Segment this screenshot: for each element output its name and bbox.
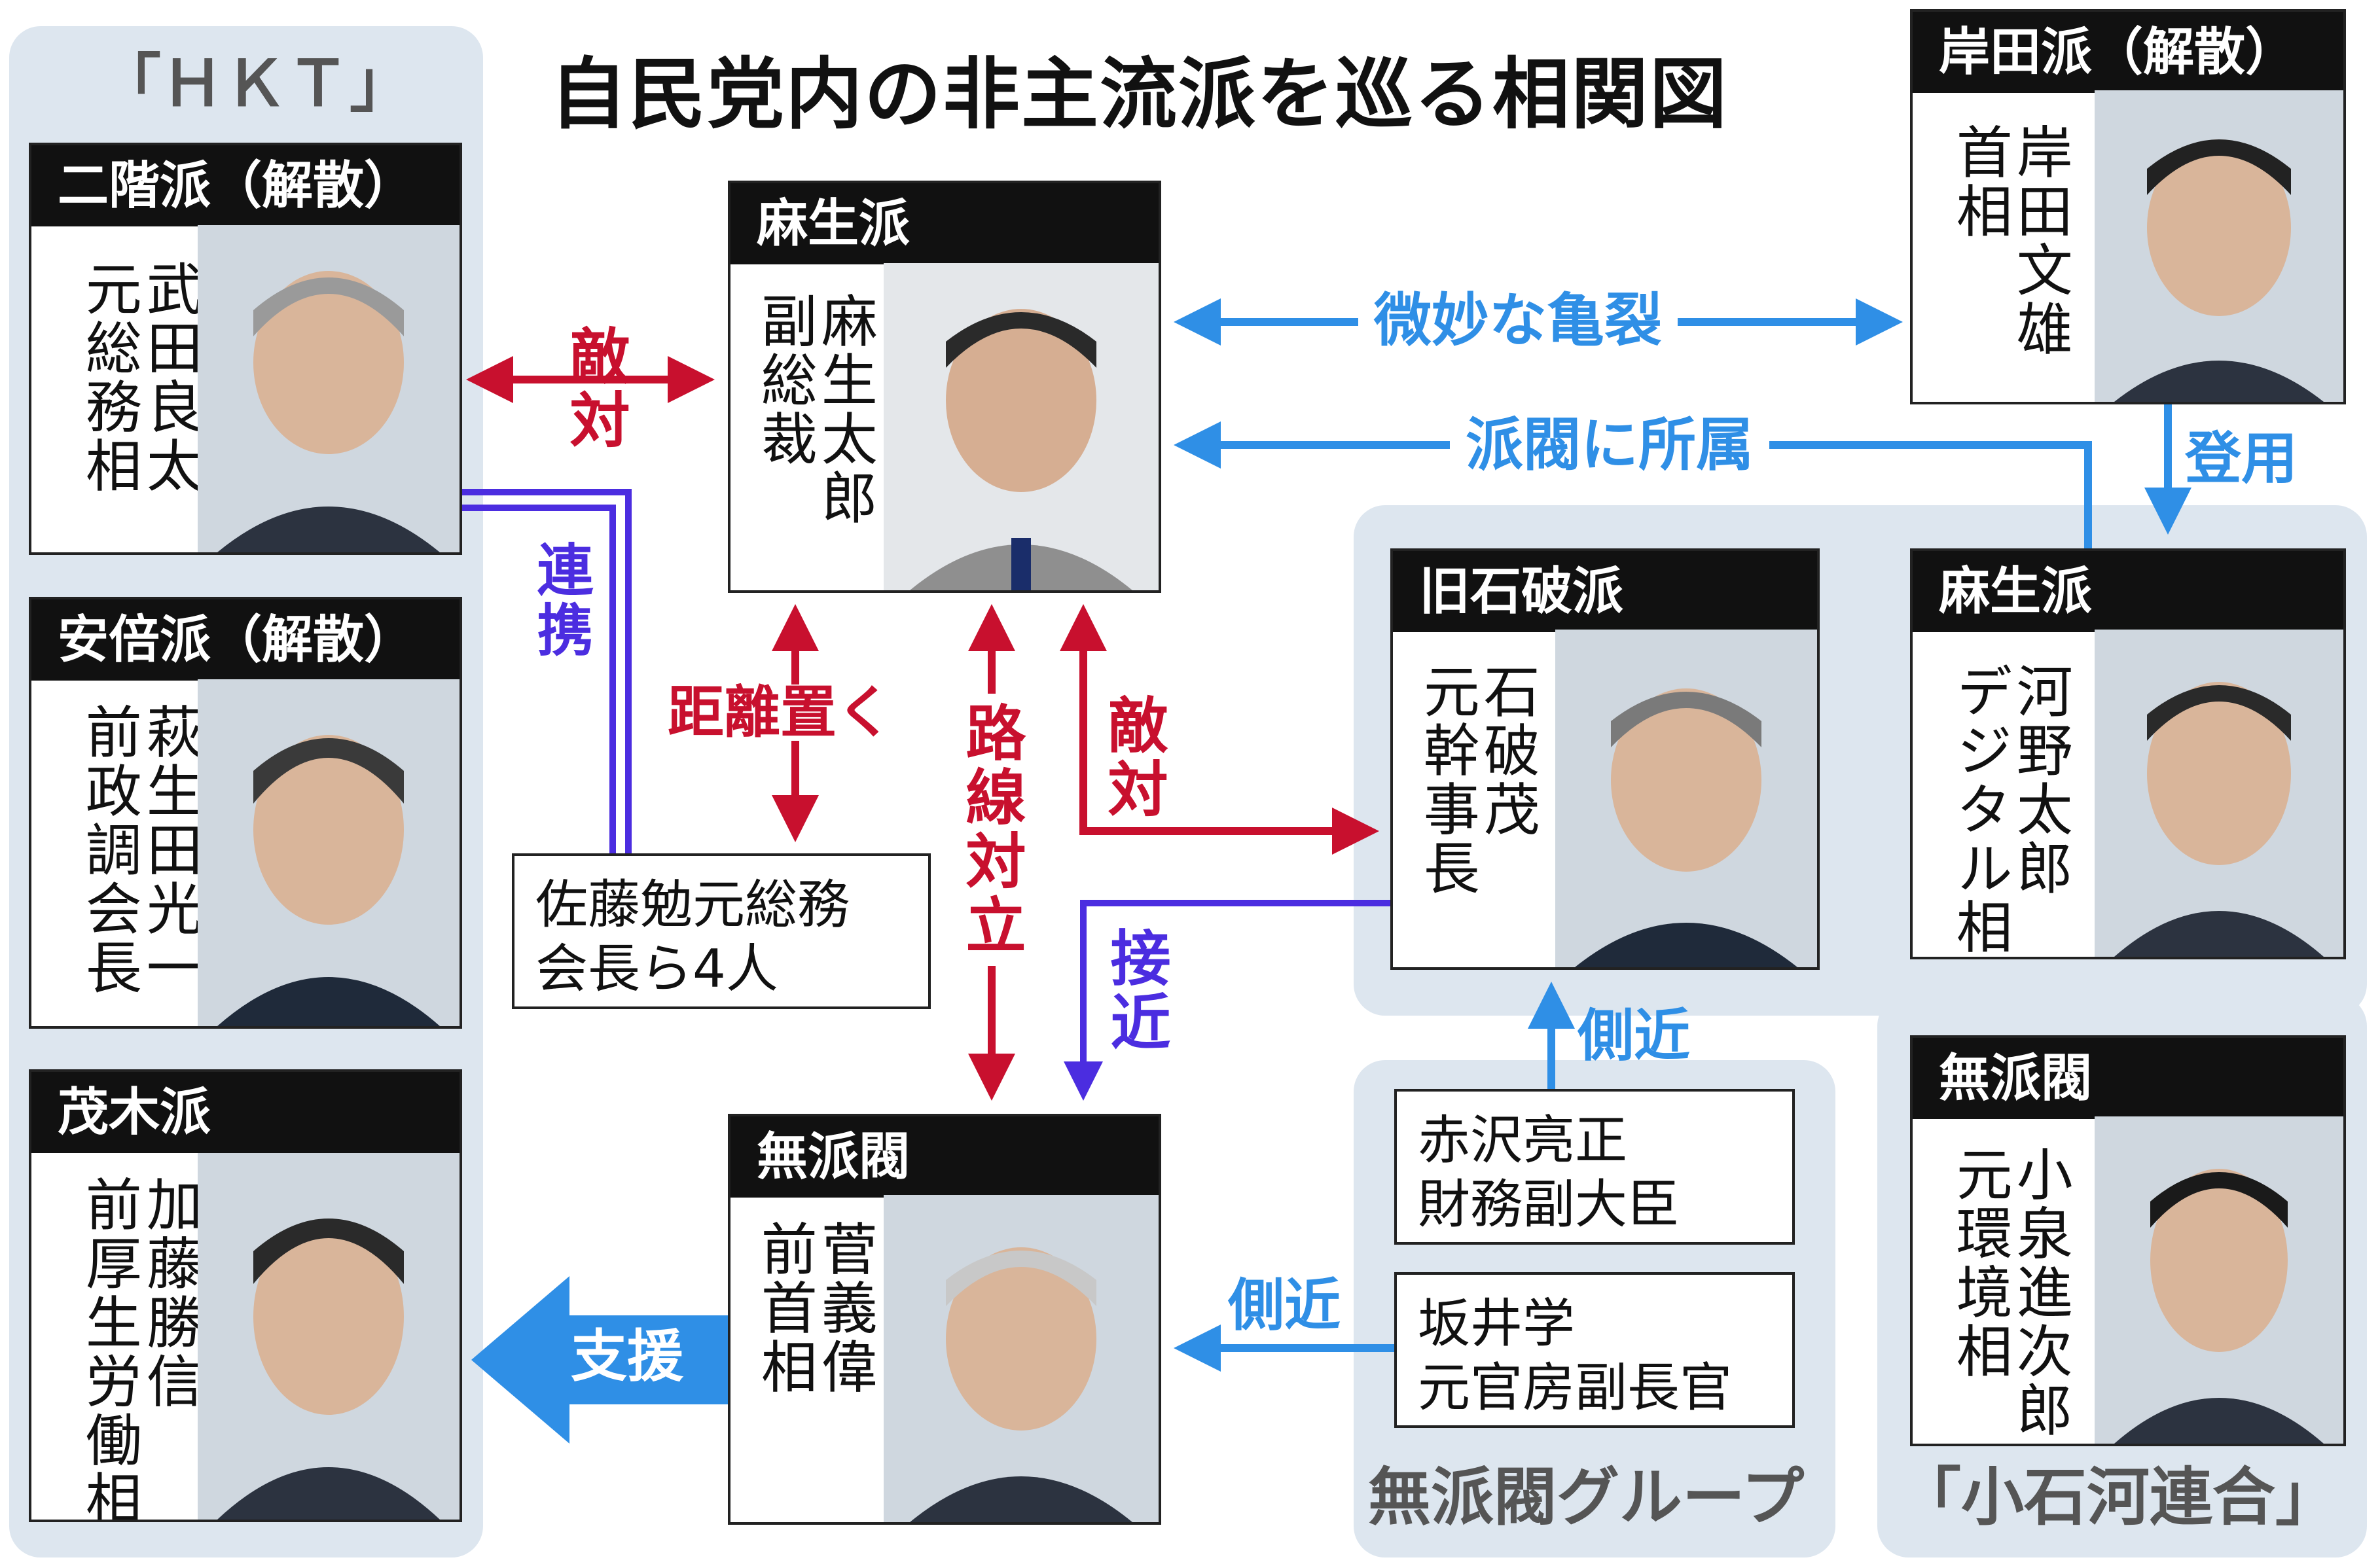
line-renkei <box>462 489 632 853</box>
person-card-kishida: 岸田派（解散） 岸田文雄 首相 <box>1910 9 2346 404</box>
person-role: 副総裁 <box>751 292 817 469</box>
faction-label: 無派閥 <box>1913 1038 2343 1119</box>
portrait-photo <box>198 225 460 552</box>
box-sato: 佐藤勉元総務 会長ら4人 <box>512 853 931 1009</box>
box-line: 元官房副長官 <box>1418 1357 1732 1418</box>
label-sokkin-sakai: 側近 <box>1228 1273 1341 1338</box>
arrow-sekkin <box>1064 900 1390 1101</box>
portrait-photo <box>2095 90 2343 402</box>
label-habatsu-shozoku: 派閥に所属 <box>1450 416 1770 474</box>
person-name: 菅義偉 <box>811 1220 877 1397</box>
label-sekkin: 接近 <box>1100 927 1170 1055</box>
portrait-photo <box>198 679 460 1026</box>
faction-label: 無派閥 <box>730 1116 1159 1198</box>
group-label-mu-habatsu: 無派閥グループ <box>1368 1461 1805 1534</box>
person-name: 石破茂 <box>1473 662 1540 839</box>
person-role: 前厚生労働相 <box>75 1175 141 1522</box>
person-card-aso: 麻生派 麻生太郎 副総裁 <box>728 181 1161 593</box>
box-sakai: 坂井学 元官房副長官 <box>1394 1272 1795 1428</box>
label-kyori: 距離置く <box>661 685 899 741</box>
faction-label: 二階派（解散） <box>31 145 460 226</box>
portrait-photo <box>884 1195 1159 1522</box>
person-name: 小泉進次郎 <box>2006 1145 2072 1440</box>
person-card-kono: 麻生派 河野太郎 デジタル相 <box>1910 548 2346 959</box>
faction-label: 旧石破派 <box>1393 551 1817 632</box>
person-role: 前政調会長 <box>75 703 141 997</box>
person-role: デジタル相 <box>1946 662 2012 957</box>
faction-label: 麻生派 <box>730 183 1159 264</box>
box-line: 財務副大臣 <box>1418 1173 1680 1235</box>
faction-label: 麻生派 <box>1913 551 2343 632</box>
diagram-title: 自民党内の非主流派を巡る相関図 <box>550 49 1729 139</box>
portrait-photo <box>884 263 1159 590</box>
arrow-tekitai-aso-ishiba <box>1060 604 1379 855</box>
portrait-photo <box>198 1153 460 1520</box>
box-line: 佐藤勉元総務 <box>535 874 850 935</box>
label-shien: 支援 <box>571 1324 683 1389</box>
faction-label: 安倍派（解散） <box>31 599 460 681</box>
faction-label: 岸田派（解散） <box>1913 12 2343 93</box>
group-label-hkt: 「ＨＫＴ」 <box>98 47 412 120</box>
label-rosen: 路線対立 <box>956 694 1026 966</box>
line-renkei-inner <box>462 505 616 853</box>
person-card-ishiba: 旧石破派 石破茂 元幹事長 <box>1390 548 1820 970</box>
label-toyo: 登用 <box>2185 426 2298 491</box>
person-role: 元環境相 <box>1946 1145 2012 1381</box>
person-name: 河野太郎 <box>2006 662 2072 898</box>
person-role: 元総務相 <box>75 260 141 495</box>
person-name: 加藤勝信 <box>136 1175 202 1411</box>
box-line: 会長ら4人 <box>535 938 778 999</box>
person-card-nikai: 二階派（解散） 武田良太 元総務相 <box>29 143 462 555</box>
box-line: 坂井学 <box>1418 1293 1575 1354</box>
label-bimyo: 微妙な亀裂 <box>1358 292 1678 349</box>
person-card-abe: 安倍派（解散） 萩生田光一 前政調会長 <box>29 597 462 1029</box>
label-renkei: 連携 <box>527 541 592 661</box>
box-line: 赤沢亮正 <box>1418 1110 1627 1171</box>
label-tekitai-aso-ishiba: 敵対 <box>1098 694 1168 822</box>
box-akazawa: 赤沢亮正 財務副大臣 <box>1394 1089 1795 1245</box>
person-card-koizumi: 無派閥 小泉進次郎 元環境相 <box>1910 1035 2346 1446</box>
person-name: 萩生田光一 <box>136 703 202 997</box>
person-role: 前首相 <box>751 1220 817 1397</box>
person-role: 首相 <box>1946 123 2012 241</box>
person-name: 岸田文雄 <box>2006 123 2072 359</box>
person-name: 武田良太 <box>136 260 202 495</box>
faction-label: 茂木派 <box>31 1072 460 1153</box>
label-tekitai-nikai-aso: 敵対 <box>560 325 630 453</box>
group-label-koishikawa: 「小石河連合」 <box>1898 1461 2338 1534</box>
label-sokkin-akazawa: 側近 <box>1578 1003 1690 1069</box>
arrow-shien <box>471 1276 728 1444</box>
portrait-photo <box>2095 630 2343 957</box>
person-card-suga: 無派閥 菅義偉 前首相 <box>728 1114 1161 1525</box>
portrait-photo <box>1555 630 1817 967</box>
person-card-motegi: 茂木派 加藤勝信 前厚生労働相 <box>29 1069 462 1522</box>
person-name: 麻生太郎 <box>811 292 877 527</box>
person-role: 元幹事長 <box>1413 662 1479 898</box>
portrait-photo <box>2095 1116 2343 1444</box>
